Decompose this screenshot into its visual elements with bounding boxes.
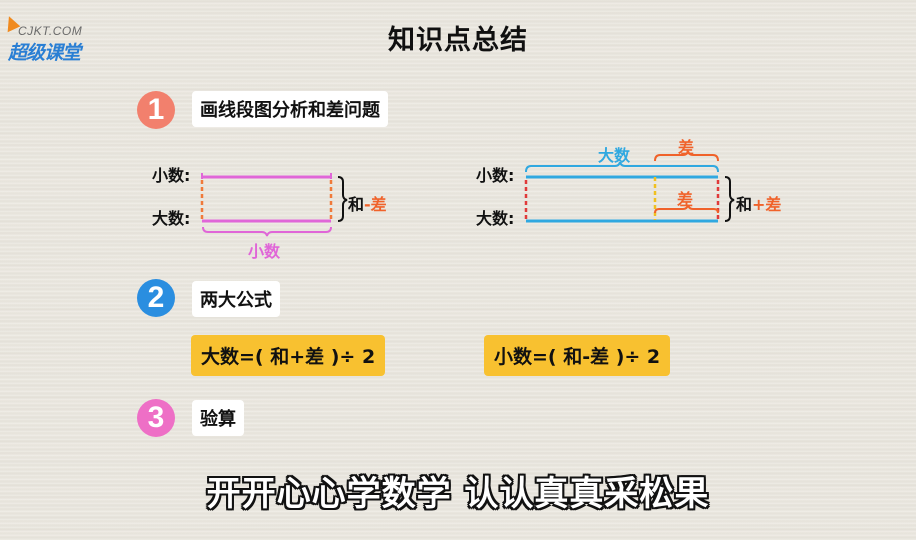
left-op-text: -差: [364, 195, 387, 214]
left-small-label: 小数:: [152, 166, 191, 185]
right-sum-text: 和: [736, 195, 753, 214]
formula-big-number: 大数=( 和+差 )÷ 2: [191, 335, 386, 376]
right-top-diff-label: 差: [678, 138, 695, 157]
right-inner-diff-label: 差: [677, 190, 694, 209]
slogan-subtitle: 开开心心学数学 认认真真采松果: [206, 474, 710, 514]
number-badge-3-icon: 3: [137, 399, 175, 437]
cjkt-logo: CJKT.COM 超级课堂: [1, 13, 104, 64]
left-sum-text: 和: [348, 195, 365, 214]
left-bracket-label: 和-差: [348, 191, 387, 215]
right-big-label: 大数:: [476, 209, 515, 228]
section-3-label: 验算: [192, 400, 244, 436]
left-bottom-label: 小数: [248, 242, 281, 261]
logo-cn-text: 超级课堂: [8, 42, 81, 64]
section-1-label: 画线段图分析和差问题: [192, 91, 388, 127]
formula-small-number: 小数=( 和-差 )÷ 2: [484, 335, 671, 376]
left-big-label: 大数:: [152, 209, 191, 228]
right-op-text: +差: [752, 195, 782, 214]
page-title: 知识点总结: [388, 25, 528, 56]
logo-en-text: CJKT.COM: [18, 24, 83, 38]
number-badge-1-icon: 1: [137, 91, 175, 129]
right-bracket-label: 和+差: [736, 191, 781, 215]
right-top-big-label: 大数: [598, 146, 631, 165]
section-2-label: 两大公式: [192, 281, 280, 317]
number-badge-2-icon: 2: [137, 279, 175, 317]
right-small-label: 小数:: [476, 166, 515, 185]
